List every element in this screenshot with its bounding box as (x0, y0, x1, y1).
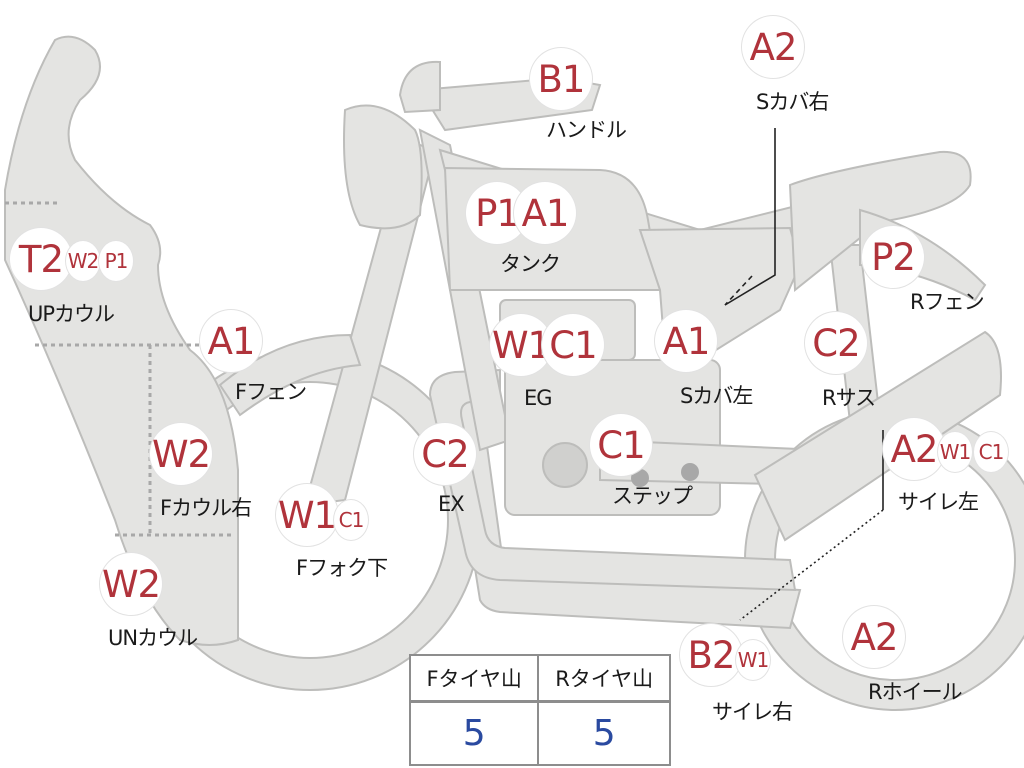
code-circle: C1 (542, 314, 604, 376)
part-label: Rサス (822, 386, 876, 410)
part-label: UNカウル (108, 626, 198, 650)
part-label: EG (524, 386, 553, 410)
mirror (398, 60, 441, 114)
code-circle: C1 (590, 414, 652, 476)
part-label: UPカウル (28, 302, 115, 326)
code-circle: A2 (843, 606, 905, 668)
part-label: Sカバ左 (680, 384, 753, 408)
code-circle: C2 (805, 312, 867, 374)
code-circle: P1 (99, 241, 133, 281)
headlight (343, 104, 423, 230)
silencer (753, 330, 1002, 542)
front-fender (218, 333, 362, 417)
code-circle: W1 (490, 314, 552, 376)
part-label: サイレ右 (712, 700, 793, 724)
part-label: Sカバ右 (756, 90, 829, 114)
code-circle: B1 (530, 48, 592, 110)
rear-tire-header: Rタイヤ山 (537, 654, 671, 703)
part-label: Fフォク下 (296, 556, 388, 580)
part-label: Fカウル右 (160, 496, 252, 520)
front-tire-value: 5 (408, 700, 540, 766)
front-tire-header: Fタイヤ山 (408, 654, 540, 703)
cowl (4, 35, 239, 646)
code-circle: P2 (862, 226, 924, 288)
part-label: タンク (500, 252, 561, 276)
part-label: EX (438, 492, 465, 516)
code-circle: A2 (742, 16, 804, 78)
code-circle: P1 (466, 182, 528, 244)
code-circle: W1 (938, 432, 972, 472)
code-circle: A1 (514, 182, 576, 244)
code-circle: C1 (974, 432, 1008, 472)
code-circle: A2 (883, 418, 945, 480)
code-circle: A1 (655, 310, 717, 372)
part-label: Fフェン (235, 380, 307, 404)
code-circle: C2 (414, 423, 476, 485)
part-label: ハンドル (546, 118, 627, 142)
part-label: ステップ (612, 484, 693, 508)
exhaust-pipe (428, 368, 797, 592)
tire-tread-table: Fタイヤ山 Rタイヤ山 5 5 (408, 654, 671, 766)
code-circle: W1 (736, 640, 770, 680)
code-circle: W2 (100, 553, 162, 615)
code-circle: C1 (334, 500, 368, 540)
part-label: Rホイール (868, 680, 963, 704)
leader-silencer-right (739, 509, 884, 621)
code-circle: W2 (150, 423, 212, 485)
rear-tire-value: 5 (537, 700, 671, 766)
code-circle: T2 (10, 228, 72, 290)
code-circle: W2 (66, 241, 100, 281)
leader-scover-right (724, 128, 776, 306)
part-label: Rフェン (910, 290, 985, 314)
code-circle: W1 (276, 484, 338, 546)
part-label: サイレ左 (898, 490, 979, 514)
code-circle: B2 (680, 624, 742, 686)
code-circle: A1 (200, 310, 262, 372)
